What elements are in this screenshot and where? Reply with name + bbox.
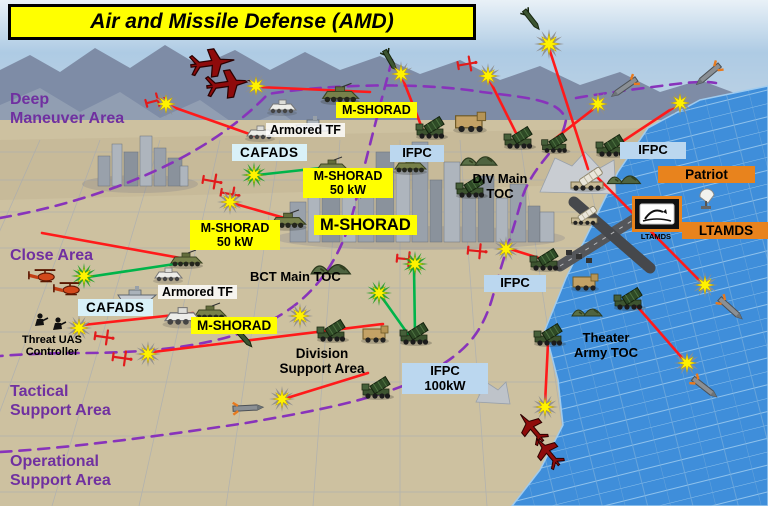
label-patriot: Patriot xyxy=(658,166,755,184)
ltamds-radar-icon xyxy=(632,196,682,232)
title-banner: Air and Missile Defense (AMD) xyxy=(8,4,476,40)
area-label-close: Close Area xyxy=(10,247,93,264)
label-ifpc-west: IFPC xyxy=(390,145,444,162)
label-cafads-north: CAFADS xyxy=(232,144,307,162)
label-division-support-area: Division Support Area xyxy=(279,346,365,377)
label-mshorad-south: M-SHORAD xyxy=(191,317,278,335)
label-mshorad-top: M-SHORAD xyxy=(336,102,417,118)
label-ifpc-100kw: IFPC 100kW xyxy=(402,363,488,395)
area-label-tactical-support: Tactical Support Area xyxy=(10,383,111,420)
tan-truck-icon xyxy=(452,111,488,135)
label-mshorad-center: M-SHORAD xyxy=(314,215,417,236)
label-armored-tf-south: Armored TF xyxy=(158,285,237,299)
label-cafads-south: CAFADS xyxy=(78,299,153,317)
area-label-deep-maneuver: Deep Maneuver Area xyxy=(10,91,125,128)
tan-truck-icon xyxy=(570,273,600,293)
label-ifpc-east: IFPC xyxy=(620,142,686,159)
label-mshorad-50kw-north: M-SHORAD 50 kW xyxy=(303,168,393,198)
label-threat-uas-controller: Threat UAS Controller xyxy=(22,334,82,359)
label-ifpc-central: IFPC xyxy=(484,275,546,292)
label-mshorad-50kw-west: M-SHORAD 50 kW xyxy=(190,220,280,250)
ltamds-radar-glyph xyxy=(639,203,675,225)
area-label-operational-support: Operational Support Area xyxy=(10,453,111,490)
label-ltamds: LTAMDS xyxy=(682,222,768,240)
tan-truck-icon xyxy=(360,325,390,345)
label-div-main-toc: DIV Main TOC xyxy=(472,171,528,201)
label-bct-main-toc: BCT Main TOC xyxy=(250,269,341,284)
label-theater-army-toc: Theater Army TOC xyxy=(573,330,639,360)
engagement-lines-red xyxy=(40,46,704,406)
label-armored-tf-north: Armored TF xyxy=(266,123,345,137)
ltamds-icon-caption: LTAMDS xyxy=(640,232,672,241)
area-boundary-dashed xyxy=(0,58,718,454)
